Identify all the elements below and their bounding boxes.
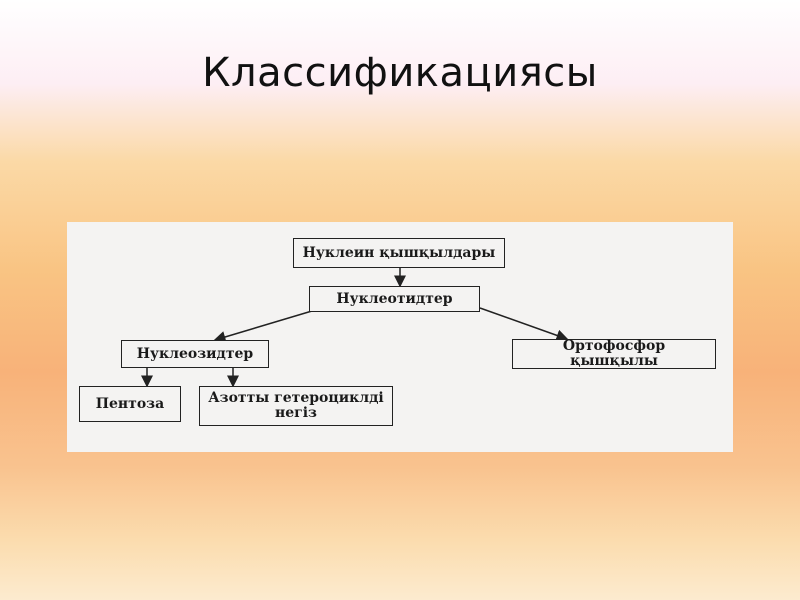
node-pentose: Пентоза	[79, 386, 181, 422]
diagram-connectors	[141, 268, 569, 388]
arrow-to-phosphoric-acid	[479, 307, 569, 342]
node-orthophosphoric-acid: Ортофосфор қышқылы	[512, 339, 716, 369]
slide-title: Классификациясы	[202, 50, 598, 96]
node-nucleotides: Нуклеотидтер	[309, 286, 480, 312]
node-nucleosides: Нуклеозидтер	[121, 340, 269, 368]
node-nitrogenous-base: Азотты гетероциклді негіз	[199, 386, 393, 426]
arrow-to-nucleosides	[213, 307, 323, 343]
node-nucleic-acids: Нуклеин қышқылдары	[293, 238, 505, 268]
diagram-scan: Нуклеин қышқылдары Нуклеотидтер Нуклеози…	[67, 222, 733, 452]
